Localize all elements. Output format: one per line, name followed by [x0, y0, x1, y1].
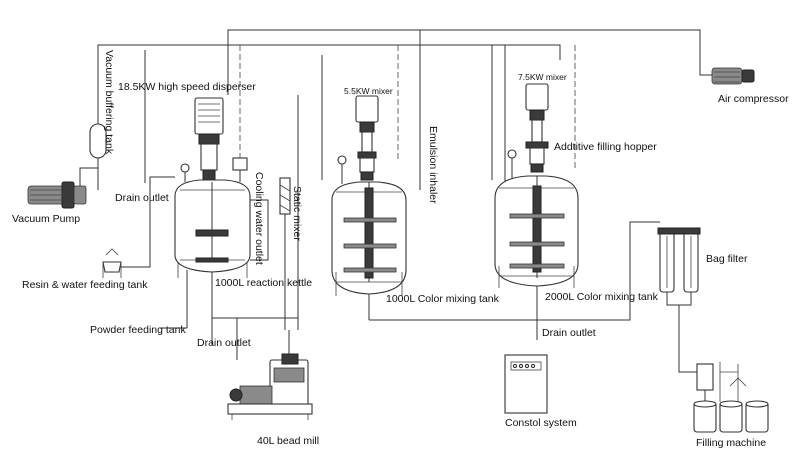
reaction-kettle-label: 1000L reaction kettle [215, 277, 312, 289]
powder-feeding-tank: Powder feeding tank [90, 270, 188, 336]
air-compressor: Air compressor [711, 67, 789, 105]
filling-machine: Filling machine [693, 362, 769, 449]
air-compressor-label: Air compressor [718, 93, 789, 105]
vacuum-pump-label: Vacuum Pump [12, 213, 80, 225]
color-mixing-tank-2000-label: 2000L Color mixing tank [545, 291, 659, 303]
static-mixer: Static mixer [279, 177, 303, 330]
drain-outlet-2-label: Drain outlet [197, 337, 251, 349]
color-mixing-tank-1000: 5.5KW mixer 1000L Color mixing tank [331, 86, 500, 320]
reaction-kettle: 18.5KW high speed disperser 1000L reacti… [118, 81, 312, 345]
drain-outlet-1-label: Drain outlet [115, 192, 169, 204]
resin-water-feeding-tank: Resin & water feeding tank [22, 176, 175, 291]
bag-filter-label: Bag filter [706, 253, 748, 265]
bead-mill: 40L bead mill [227, 330, 319, 447]
vacuum-pump: Vacuum Pump [12, 167, 98, 225]
disperser-label: 18.5KW high speed disperser [118, 81, 256, 93]
filling-machine-label: Filling machine [696, 437, 766, 449]
mixer-55-label: 5.5KW mixer [344, 86, 393, 96]
top-pipe-network [97, 29, 712, 330]
control-system-cabinet: Constol system [504, 354, 577, 429]
cooling-water-outlet-label: Cooling water outlet [253, 172, 265, 265]
color-mixing-tank-2000: 7.5KW mixer Addtitive filling hopper 200… [494, 72, 659, 322]
control-system-label: Constol system [505, 417, 577, 429]
bead-mill-label: 40L bead mill [257, 435, 319, 447]
cooling-water-outlet: Cooling water outlet [250, 172, 269, 265]
powder-feeding-tank-label: Powder feeding tank [90, 324, 186, 336]
bottom-pipe-network [212, 221, 660, 360]
static-mixer-label: Static mixer [291, 186, 303, 241]
additive-hopper-label: Addtitive filling hopper [554, 141, 657, 153]
vacuum-buffering-tank: Vacuum buffering tank [89, 50, 115, 178]
drain-outlet-3-label: Drain outlet [542, 327, 596, 339]
bag-filter: Bag filter [657, 227, 748, 373]
mixer-75-label: 7.5KW mixer [518, 72, 567, 82]
resin-water-feeding-tank-label: Resin & water feeding tank [22, 279, 148, 291]
color-mixing-tank-1000-label: 1000L Color mixing tank [386, 293, 500, 305]
emulsion-inhaler-label: Emulsion inhaler [427, 126, 439, 204]
vacuum-buffering-tank-label: Vacuum buffering tank [103, 50, 115, 155]
